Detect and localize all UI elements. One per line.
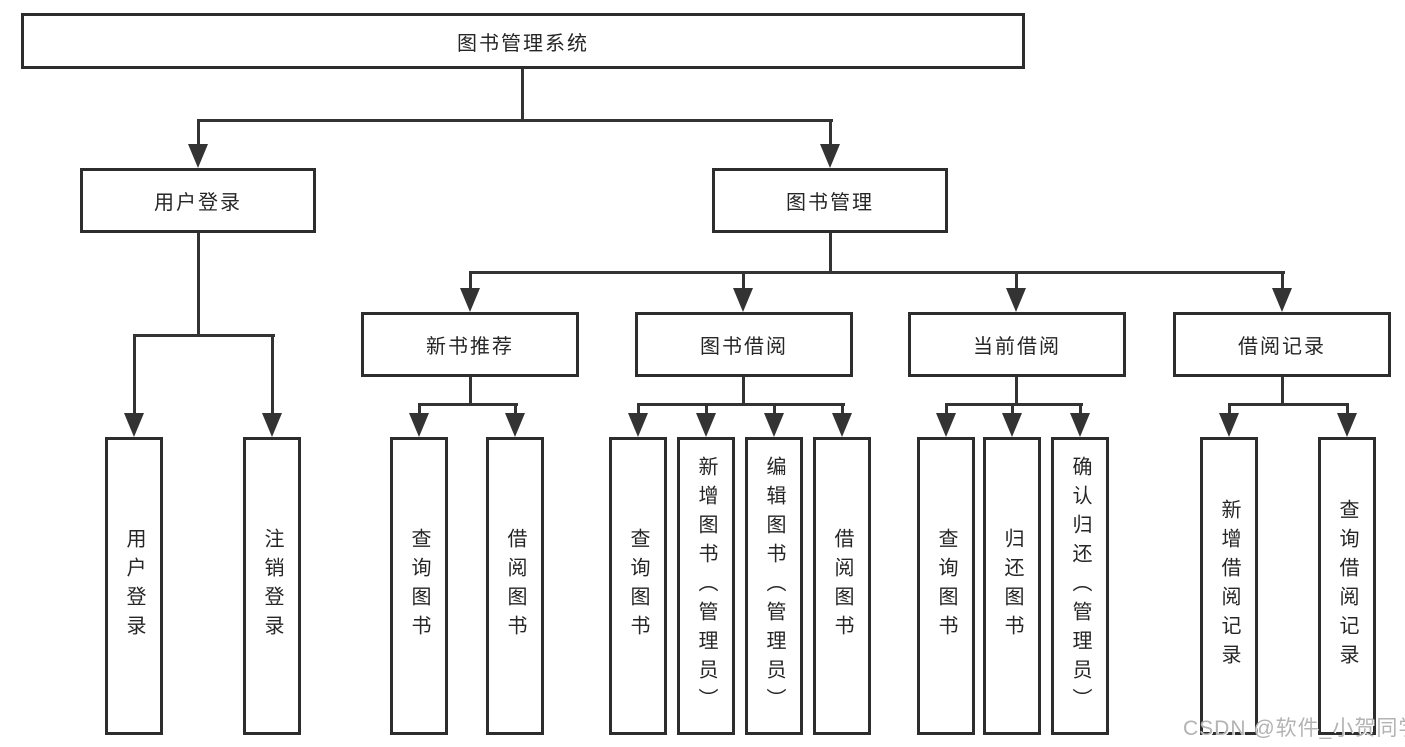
connector-line [1015,377,1018,405]
node-query-books-current: 查询图书 [917,437,975,735]
arrow-down-icon [1006,288,1026,312]
node-label: 借阅图书 [504,528,526,644]
node-label: 查询图书 [935,528,957,644]
connector-line [1011,403,1014,416]
node-add-borrow-record: 新增借阅记录 [1200,437,1258,735]
connector-line [705,403,708,416]
connector-line [1281,377,1284,405]
node-label: 借阅图书 [831,528,853,644]
connector-line [829,119,832,149]
connector-line [773,403,776,416]
csdn-watermark: CSDN @软件_小贺同学 [1183,717,1405,740]
node-label: 注销登录 [261,528,283,644]
connector-line [637,403,845,406]
connector-line [418,403,421,416]
arrow-down-icon [124,413,144,437]
node-query-books-recommend: 查询图书 [390,437,448,735]
node-new-book-recommend: 新书推荐 [361,312,579,377]
node-label: 编辑图书（管理员） [763,455,785,717]
connector-line [1281,271,1284,291]
node-label: 确认归还（管理员） [1069,455,1091,717]
node-label: 新增借阅记录 [1218,499,1240,673]
arrow-down-icon [820,144,840,168]
node-add-books-admin: 新增图书（管理员） [677,437,735,735]
node-book-borrowing: 图书借阅 [635,312,853,377]
node-label: 归还图书 [1001,528,1023,644]
connector-line [271,334,274,416]
node-book-management: 图书管理 [712,168,948,233]
node-label: 查询图书 [627,528,649,644]
node-label: 查询借阅记录 [1336,499,1358,673]
connector-line [1015,271,1018,291]
node-query-borrow-record: 查询借阅记录 [1318,437,1376,735]
connector-line [1346,403,1349,416]
arrow-down-icon [764,413,784,437]
arrow-down-icon [733,288,753,312]
connector-line [637,403,640,416]
node-user-login: 用户登录 [80,168,316,233]
node-label: 图书管理系统 [457,32,589,55]
node-label: 图书借阅 [700,336,788,358]
arrow-down-icon [188,144,208,168]
arrow-down-icon [409,413,429,437]
node-confirm-return-admin: 确认归还（管理员） [1051,437,1109,735]
node-label: 当前借阅 [973,336,1061,358]
connector-line [418,403,518,406]
node-logout: 注销登录 [243,437,301,735]
connector-line [469,377,472,405]
connector-line [133,334,136,416]
node-label: 查询图书 [408,528,430,644]
connector-line [133,334,275,337]
connector-line [469,271,472,291]
node-borrow-records: 借阅记录 [1173,312,1391,377]
connector-line [841,403,844,416]
arrow-down-icon [1002,413,1022,437]
node-label: 用户登录 [154,192,242,214]
node-label: 新增图书（管理员） [695,455,717,717]
arrow-down-icon [1070,413,1090,437]
node-library-management-system: 图书管理系统 [21,13,1025,69]
node-edit-books-admin: 编辑图书（管理员） [745,437,803,735]
node-user-login-leaf: 用户登录 [105,437,163,735]
connector-line [521,69,524,121]
arrow-down-icon [1272,288,1292,312]
connector-line [742,377,745,405]
arrow-down-icon [696,413,716,437]
connector-line [1079,403,1082,416]
connector-line [1228,403,1349,406]
node-label: 用户登录 [123,528,145,644]
connector-line [945,403,1083,406]
arrow-down-icon [1337,413,1357,437]
arrow-down-icon [262,413,282,437]
connector-line [829,233,832,273]
connector-line [469,271,1285,274]
arrow-down-icon [1219,413,1239,437]
arrow-down-icon [460,288,480,312]
node-label: 新书推荐 [426,336,514,358]
connector-line [197,233,200,336]
node-label: 借阅记录 [1238,336,1326,358]
node-current-borrowing: 当前借阅 [908,312,1126,377]
connector-line [945,403,948,416]
node-label: 图书管理 [786,192,874,214]
connector-line [742,271,745,291]
node-query-books-borrowing: 查询图书 [609,437,667,735]
node-borrow-books-borrowing: 借阅图书 [813,437,871,735]
connector-line [197,119,200,149]
connector-line [514,403,517,416]
arrow-down-icon [628,413,648,437]
arrow-down-icon [505,413,525,437]
arrow-down-icon [832,413,852,437]
node-return-books: 归还图书 [983,437,1041,735]
node-borrow-books-recommend: 借阅图书 [486,437,544,735]
connector-line [197,119,833,122]
arrow-down-icon [936,413,956,437]
connector-line [1228,403,1231,416]
